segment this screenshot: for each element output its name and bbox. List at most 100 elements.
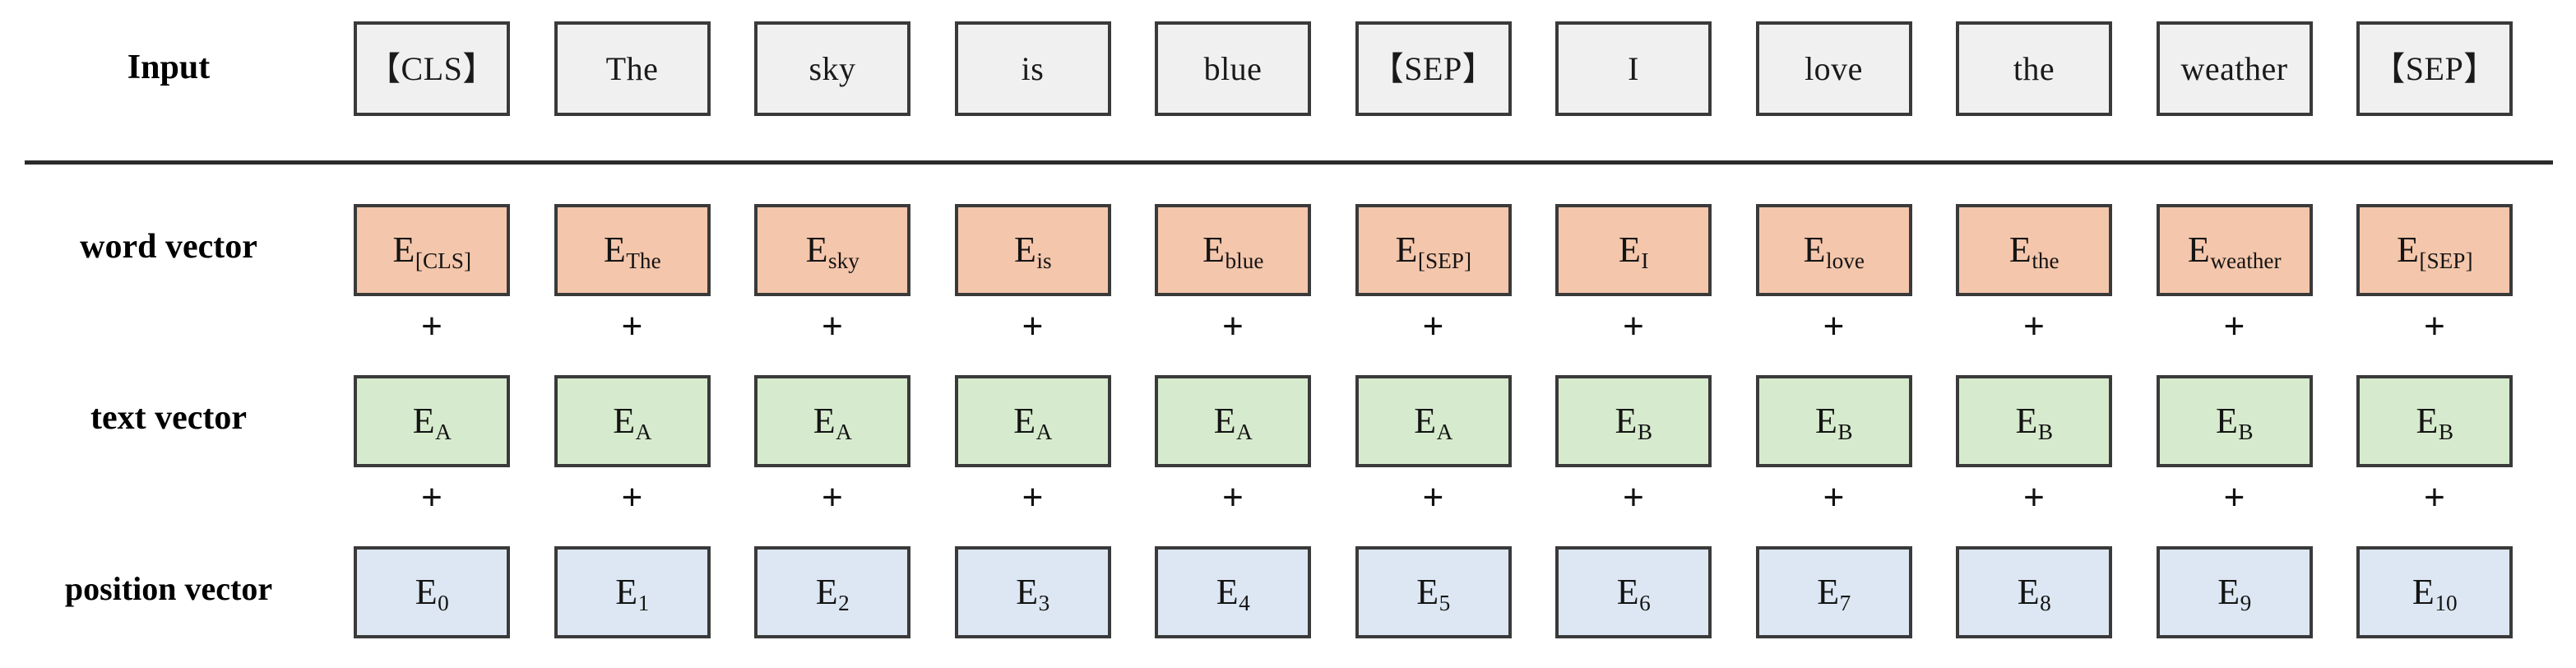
embedding-base: E	[613, 401, 636, 441]
input-token-box: blue	[1155, 21, 1311, 116]
text-vector-box: EB	[1956, 375, 2112, 467]
plus-icon: +	[1422, 306, 1444, 346]
embedding-base: E	[412, 401, 435, 441]
input-token-box: The	[554, 21, 711, 116]
embedding-subscript: love	[1826, 248, 1865, 274]
plus-icon: +	[1823, 306, 1845, 346]
embedding-subscript: A	[435, 420, 452, 445]
embedding-base: E	[392, 230, 415, 270]
embedding-base: E	[805, 230, 828, 270]
input-token-box: love	[1755, 21, 1912, 116]
embedding-symbol: EB	[2216, 403, 2254, 443]
plus-icon: +	[421, 477, 442, 517]
embedding-base: E	[415, 572, 438, 612]
embedding-symbol: EA	[1213, 401, 1253, 443]
word-vector-box: Elove	[1755, 204, 1912, 296]
embedding-base: E	[1216, 572, 1239, 612]
embedding-base: E	[1213, 401, 1236, 441]
text-vector-box: EB	[1555, 375, 1712, 467]
word-vector-box: Eblue	[1155, 204, 1311, 296]
embedding-subscript: A	[1035, 420, 1053, 445]
position-vector-box: E9	[2156, 546, 2313, 638]
embedding-subscript: 7	[1839, 591, 1851, 616]
embedding-subscript: B	[2438, 420, 2454, 445]
embedding-symbol: EB	[1615, 403, 1652, 443]
input-token-box: I	[1555, 21, 1712, 116]
text-vector-box: EB	[1755, 375, 1912, 467]
word-vector-box: E[SEP]	[1355, 204, 1512, 296]
embedding-subscript: 8	[2040, 591, 2051, 616]
row-label-word-vector: word vector	[80, 228, 257, 266]
embedding-symbol: E10	[2412, 574, 2458, 615]
plus-icon: +	[2023, 306, 2045, 346]
embedding-base: E	[1395, 230, 1418, 270]
embedding-symbol: EA	[412, 401, 452, 443]
text-vector-box: EA	[1155, 375, 1311, 467]
embedding-symbol: E1	[615, 572, 649, 615]
embedding-base: E	[615, 572, 638, 612]
embedding-subscript: 2	[838, 591, 850, 616]
row-label-input: Input	[127, 49, 211, 86]
embedding-symbol: E6	[1617, 574, 1651, 615]
input-token-label: 【SEP】	[1370, 49, 1496, 87]
embedding-subscript: 10	[2435, 591, 2458, 616]
embedding-base: E	[1416, 572, 1439, 612]
input-token-label: blue	[1203, 49, 1263, 87]
plus-icon: +	[1222, 306, 1244, 346]
embedding-base: E	[2008, 230, 2032, 270]
embedding-subscript: A	[836, 420, 852, 445]
embedding-symbol: EB	[1814, 401, 1853, 443]
position-vector-box: E2	[754, 546, 910, 638]
embedding-symbol: EA	[1414, 401, 1452, 443]
embedding-subscript: the	[2032, 248, 2059, 274]
plus-icon: +	[1022, 477, 1044, 517]
embedding-subscript: 4	[1239, 591, 1250, 616]
input-token-box: is	[954, 21, 1111, 116]
input-token-label: The	[605, 49, 659, 87]
embedding-base: E	[1202, 230, 1225, 270]
embedding-subscript: B	[1637, 420, 1653, 445]
input-token-box: weather	[2156, 21, 2313, 116]
embedding-symbol: Eis	[1014, 232, 1052, 272]
embedding-base: E	[1803, 230, 1826, 270]
embedding-symbol: E[SEP]	[1395, 230, 1471, 272]
embedding-subscript: The	[626, 248, 661, 274]
embedding-symbol: E5	[1416, 572, 1450, 615]
position-vector-box: E10	[2356, 546, 2513, 638]
embedding-symbol: EThe	[604, 232, 661, 272]
plus-icon: +	[1823, 477, 1845, 517]
embedding-subscript: 6	[1639, 591, 1651, 616]
position-vector-box: E8	[1956, 546, 2112, 638]
plus-icon: +	[1422, 477, 1444, 517]
embedding-base: E	[2416, 401, 2439, 441]
row-label-position-vector: position vector	[64, 570, 273, 607]
embedding-subscript: B	[2037, 420, 2054, 445]
input-token-box: the	[1956, 21, 2112, 116]
embedding-base: E	[1414, 401, 1437, 441]
embedding-base: E	[1814, 401, 1837, 441]
position-vector-box: E6	[1555, 546, 1712, 638]
section-divider	[25, 160, 2553, 165]
row-label-text-vector: text vector	[90, 399, 248, 437]
embedding-symbol: EB	[2416, 401, 2453, 443]
embedding-symbol: E8	[2018, 574, 2051, 615]
word-vector-box: E[CLS]	[354, 204, 510, 296]
plus-icon: +	[2223, 477, 2245, 517]
text-vector-box: EB	[2356, 375, 2513, 467]
word-vector-box: Esky	[754, 204, 910, 296]
plus-icon: +	[1022, 306, 1044, 346]
embedding-subscript: 1	[637, 591, 650, 616]
plus-operator-row-text-position: +++++++++++	[354, 477, 2513, 518]
embedding-subscript: sky	[828, 248, 859, 274]
embedding-symbol: EA	[1013, 403, 1052, 443]
embedding-base: E	[2015, 401, 2038, 441]
plus-icon: +	[2023, 477, 2045, 517]
plus-icon: +	[1623, 477, 1644, 517]
embedding-subscript: A	[1236, 420, 1253, 445]
embedding-subscript: A	[635, 420, 652, 445]
word-vector-box: Eis	[954, 204, 1111, 296]
embedding-symbol: E[SEP]	[2397, 232, 2473, 272]
plus-icon: +	[2424, 477, 2445, 517]
